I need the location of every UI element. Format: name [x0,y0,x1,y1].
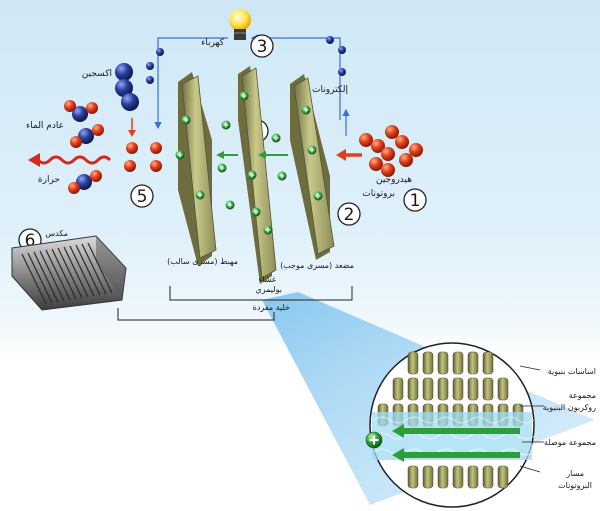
structural-rib [437,377,449,401]
structural-rib [437,465,449,489]
water-molecules [64,100,104,194]
electron-dot [156,48,164,56]
proton-plus-icon [307,145,317,155]
structural-rib [452,351,464,375]
structural-backbone-label: اساسات بنيوية [548,367,596,376]
structural-rib [437,351,449,375]
structural-rib [482,351,494,375]
cathode-label: مهبط (مسرى سالب) [167,257,238,266]
structural-rib [422,377,434,401]
hydrogen-label: هيدروجين [376,175,412,185]
anode-label: مضعد (مسرى موجب) [280,261,354,270]
structural-rib [467,465,479,489]
structural-rib [497,465,509,489]
svg-text:2: 2 [344,205,355,225]
proton-plus-icon [195,190,205,200]
electricity-label: كهرباء [201,38,225,48]
step-number-3: 3 [250,34,274,58]
single-cell-bracket [169,286,353,301]
svg-text:1: 1 [410,191,421,211]
step-number-1: 1 [403,188,427,212]
heat-arrow-icon [28,153,112,167]
proton-plus-icon [365,431,383,449]
svg-text:5: 5 [137,187,148,207]
oxygen-molecules [115,63,139,111]
single-cell-label: خلية مفردة [253,303,290,312]
anode-plate [290,74,335,260]
structural-rib [407,465,419,489]
proton-plus-icon [217,163,227,173]
electrons-label: إلكترونات [312,85,348,95]
membrane-zoom-circle [365,342,535,508]
proton-plus-icon [175,150,185,160]
proton-path-label-line1: مسار [565,469,584,478]
structural-rib [452,377,464,401]
electron-dot [338,68,346,76]
stack-label: مكدس [45,229,68,238]
carbon-group-label-line1: مجموعة [569,391,596,400]
structural-rib [467,377,479,401]
cathode-plate [178,72,217,266]
proton-plus-icon [251,207,261,217]
svg-text:3: 3 [257,37,268,57]
proton-plus-icon [263,225,273,235]
electron-dot [338,46,346,54]
light-bulb-icon [229,9,251,40]
oxygen-label: اكسجين [82,69,112,79]
structural-rib [497,377,509,401]
proton-plus-icon [277,171,287,181]
electron-dot [146,76,154,84]
proton-plus-icon [271,133,281,143]
membrane-label-line2: بوليمري [255,285,282,294]
electron-dot [326,36,334,44]
proton-plus-icon [247,170,257,180]
proton-plus-icon [225,200,235,210]
structural-rib [452,465,464,489]
step-number-2: 2 [337,202,361,226]
structural-rib [482,465,494,489]
hydrogen-molecules [359,125,423,177]
proton-plus-icon [239,91,249,101]
structural-rib [422,465,434,489]
electron-circuit [146,34,346,130]
connecting-group-label: مجموعة موصلة [544,438,596,447]
proton-plus-icon [221,120,231,130]
proton-plus-icon [301,105,311,115]
structural-rib [407,351,419,375]
structural-rib [407,377,419,401]
stack-connector-line [117,308,275,321]
step-number-5: 5 [130,184,154,208]
reaction-ions [124,142,162,172]
proton-path-label-line2: البروتونات [558,481,592,490]
structural-rib [482,377,494,401]
carbon-group-label-line2: روكربون البنيوية [543,403,596,412]
electron-dot [146,62,154,70]
proton-plus-icon [313,191,323,201]
protons [175,91,323,235]
svg-text:6: 6 [25,231,36,251]
proton-plus-icon [181,115,191,125]
membrane-label-line1: غشاء [258,275,276,284]
structural-rib [392,377,404,401]
protons-label: بروتونات [362,189,395,199]
proton-flow-arrows [216,151,288,159]
structural-rib [422,351,434,375]
fuel-cell-stack [11,235,127,311]
structural-rib [467,351,479,375]
heat-label: حرارة [38,175,60,185]
water-label: عادم الماء [26,121,64,131]
